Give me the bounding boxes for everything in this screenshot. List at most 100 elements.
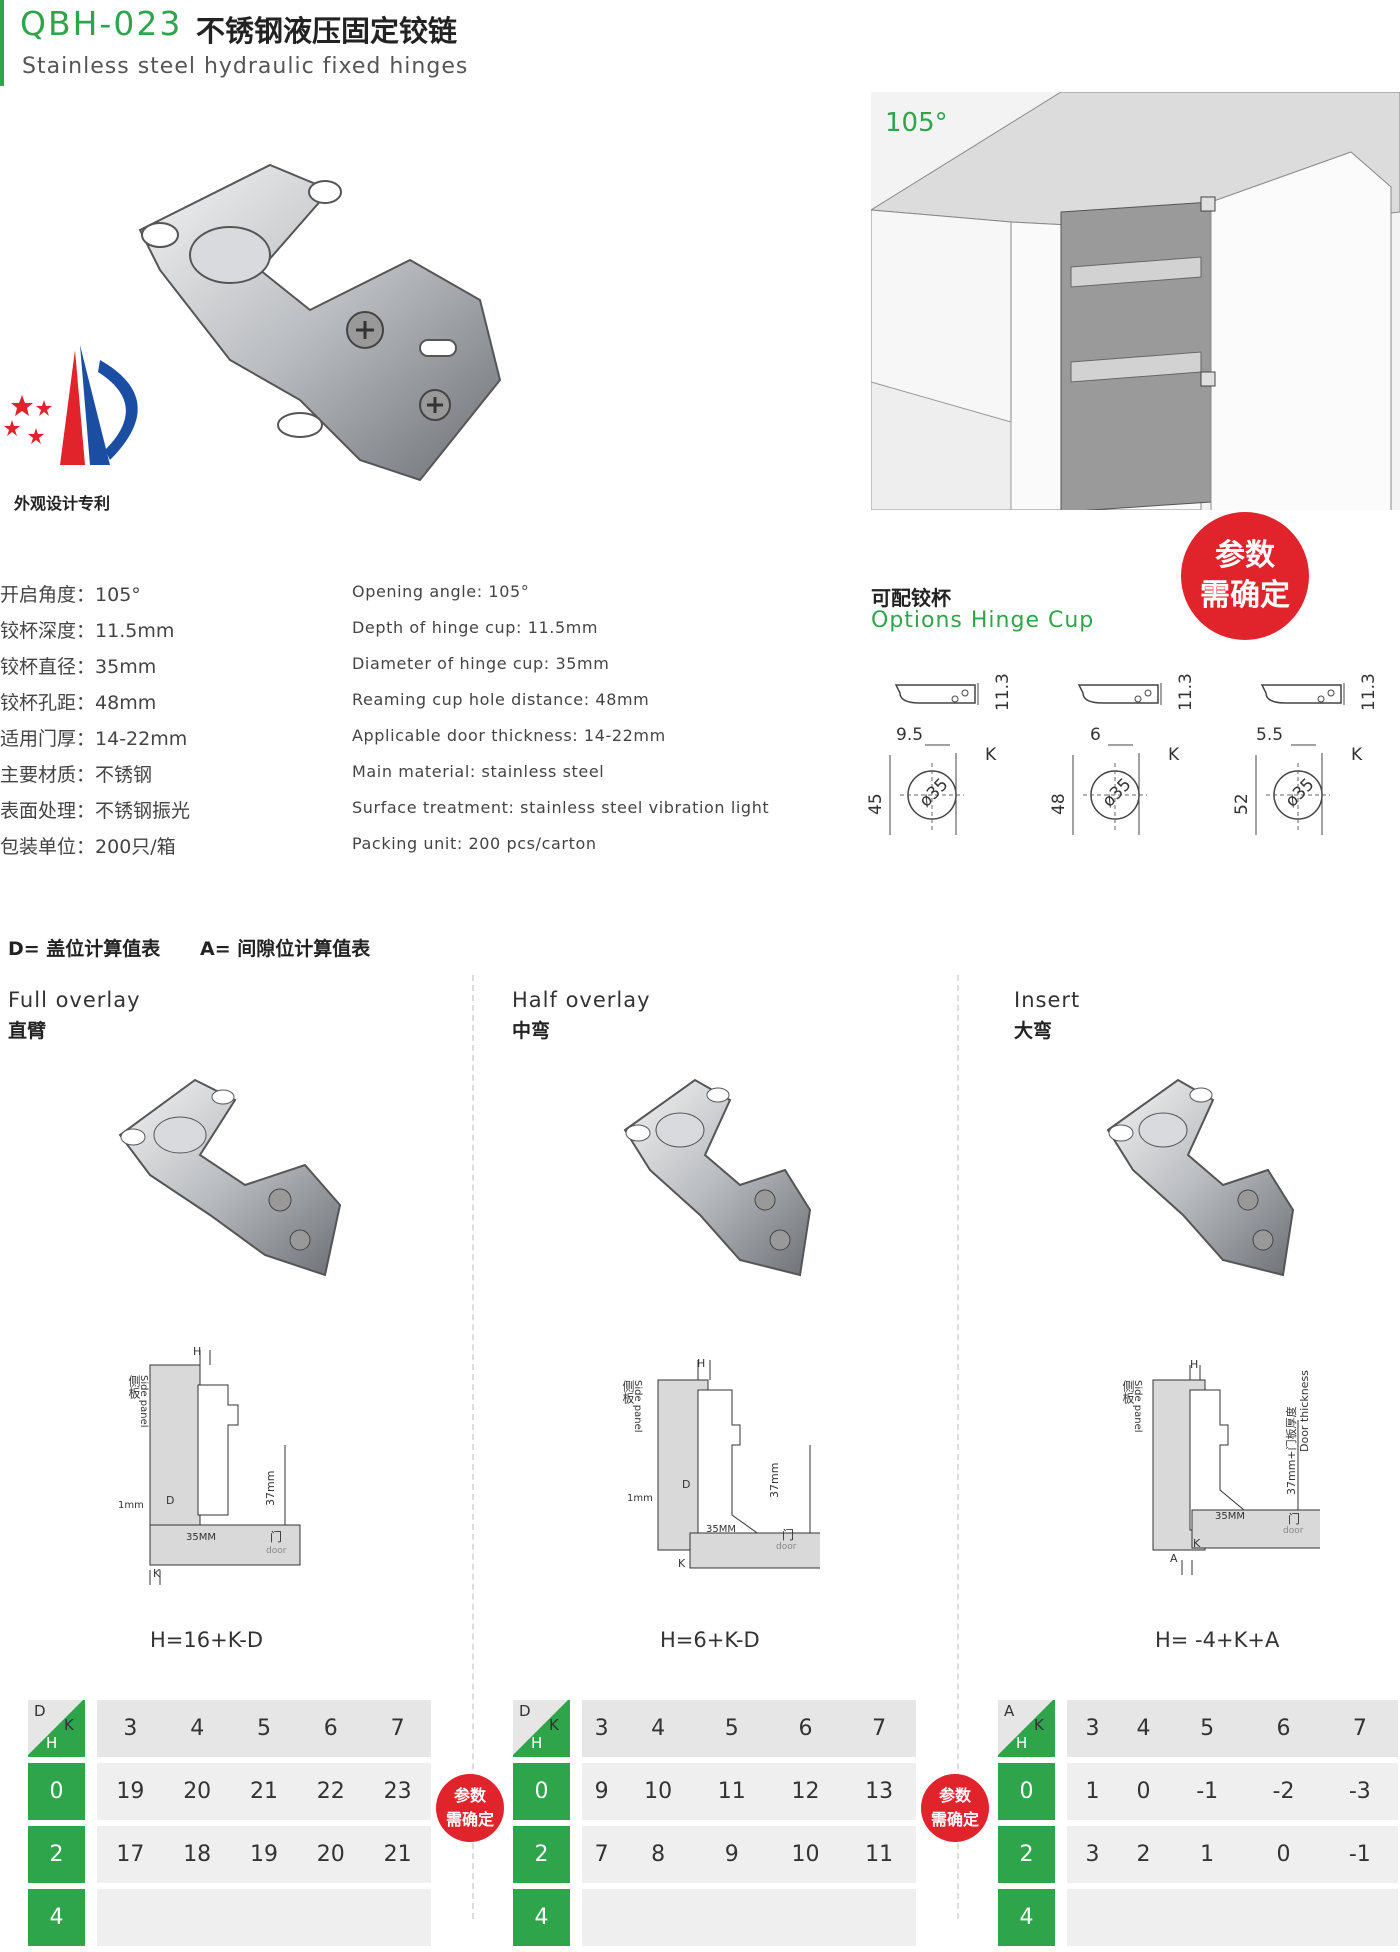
cell: 3 [1067, 1826, 1118, 1883]
cup-depth: 11.3 [993, 673, 1013, 711]
header-cell: 5 [230, 1700, 298, 1757]
door-label-en: door [266, 1546, 287, 1556]
patent-label: 外观设计专利 [14, 494, 111, 513]
badge-line1: 参数 [938, 1786, 971, 1805]
cell: 21 [364, 1826, 431, 1883]
cell: 9 [694, 1826, 769, 1883]
header-cell: 6 [768, 1700, 843, 1757]
spec-en-row: Packing unit: 200 pcs/carton [352, 834, 597, 853]
door-label-cn: 门 [270, 1530, 283, 1544]
corner-bottom: H [1016, 1734, 1028, 1752]
hinge-insert-image [1106, 1078, 1295, 1277]
column-divider [472, 975, 474, 1919]
table-row: 2 17 18 19 20 21 [28, 1826, 431, 1883]
cell: -1 [1321, 1826, 1398, 1883]
header-cell: 7 [1321, 1700, 1398, 1757]
corner-split [998, 1700, 1053, 1755]
hinge-cup-option: 11.3 6 K 48 ø35 [1043, 673, 1213, 850]
cell [1169, 1889, 1246, 1946]
dim-1mm: 1mm [118, 1500, 144, 1511]
cell: 22 [297, 1763, 365, 1820]
column-title-cn: 大弯 [1014, 1020, 1053, 1042]
hinge-main-image [138, 163, 502, 482]
table-row: 0 19 20 21 22 23 [28, 1763, 431, 1820]
spec-en-row: Diameter of hinge cup: 35mm [352, 654, 610, 673]
cell: 23 [364, 1763, 431, 1820]
dim-a: A [1170, 1552, 1178, 1565]
spec-en-row: Applicable door thickness: 14-22mm [352, 726, 666, 745]
corner-split [513, 1700, 568, 1755]
cell [97, 1889, 164, 1946]
row-h: 0 [28, 1763, 85, 1820]
dim-35: 35MM [1215, 1511, 1245, 1522]
params-badge-small: 参数 需确定 [436, 1774, 504, 1842]
door-label-en: door [1283, 1526, 1304, 1536]
spec-cn-row: 适用门厚：14-22mm [0, 728, 188, 750]
side-panel-label-cn: 侧板 [127, 1375, 141, 1399]
badge-line1: 参数 [453, 1786, 486, 1805]
cell [163, 1889, 231, 1946]
cell: 13 [842, 1763, 916, 1820]
spec-cn-row: 表面处理：不锈钢振光 [0, 800, 191, 822]
product-title-en: Stainless steel hydraulic fixed hinges [22, 54, 469, 79]
header-cell: 3 [1067, 1700, 1118, 1757]
corner-right: K [64, 1716, 74, 1734]
header-cell: 7 [364, 1700, 431, 1757]
column-title-cn: 中弯 [512, 1020, 551, 1042]
cell: 11 [842, 1826, 916, 1883]
cup-k: K [985, 745, 997, 765]
cell: 9 [582, 1763, 622, 1820]
cell [768, 1889, 843, 1946]
column-title-cn: 直臂 [8, 1020, 47, 1042]
formula: H=6+K-D [660, 1628, 760, 1652]
full-overlay-diagram [149, 1350, 301, 1585]
header-cell: 3 [97, 1700, 164, 1757]
row-h: 4 [28, 1889, 85, 1946]
row-h: 0 [998, 1763, 1055, 1820]
badge-line2: 需确定 [445, 1810, 494, 1829]
cup-drawing [1072, 683, 1162, 835]
cell: 18 [163, 1826, 231, 1883]
spec-en-row: Depth of hinge cup: 11.5mm [352, 618, 599, 637]
opening-angle-label: 105° [885, 108, 948, 138]
insert-diagram [1152, 1365, 1320, 1575]
dim-d: D [166, 1494, 175, 1507]
patent-logo [4, 345, 138, 465]
table-row: 2 7 8 9 10 11 [513, 1826, 916, 1883]
cup-offset: 6 [1090, 725, 1101, 745]
formula: H= -4+K+A [1155, 1628, 1280, 1652]
cup-height: 52 [1232, 793, 1252, 815]
cup-drawing [889, 683, 979, 835]
dim-k: K [1193, 1537, 1201, 1550]
gap [1055, 1700, 1067, 1757]
spec-cn-row: 铰杯深度：11.5mm [0, 620, 175, 642]
dim-37-door: 37mm+门板厚度 [1285, 1406, 1298, 1495]
cell [1245, 1889, 1322, 1946]
table-row: 0 1 0 -1 -2 -3 [998, 1763, 1398, 1820]
cell: -2 [1245, 1763, 1322, 1820]
spec-cn-row: 铰杯直径：35mm [0, 656, 157, 678]
header-cell: 7 [842, 1700, 916, 1757]
dim-h: H [1190, 1358, 1199, 1371]
cell: 10 [768, 1826, 843, 1883]
calc-legend: D= 盖位计算值表 A= 间隙位计算值表 [8, 938, 371, 960]
corner-top: D [34, 1702, 46, 1720]
cell: 19 [97, 1763, 164, 1820]
dim-1mm: 1mm [627, 1493, 653, 1504]
cell: -3 [1321, 1763, 1398, 1820]
column-divider [957, 975, 959, 1919]
cell [1118, 1889, 1169, 1946]
header-cell: 4 [621, 1700, 695, 1757]
cell [621, 1889, 695, 1946]
table-row: 4 [28, 1889, 431, 1946]
header-cell: 5 [694, 1700, 769, 1757]
cup-height: 45 [866, 793, 886, 815]
specs-cn: 开启角度：105° 铰杯深度：11.5mm 铰杯直径：35mm 铰杯孔距：48m… [0, 580, 340, 860]
cell [694, 1889, 769, 1946]
spec-cn-row: 包装单位：200只/箱 [0, 836, 176, 858]
params-badge: 参数 需确定 [1181, 512, 1309, 640]
half-overlay-diagram [657, 1360, 820, 1569]
header-cell: 3 [582, 1700, 622, 1757]
calc-table: D K H 3 4 5 6 7 0 19 20 21 22 23 2 17 18… [28, 1694, 431, 1952]
product-title-cn: 不锈钢液压固定铰链 [196, 14, 458, 48]
